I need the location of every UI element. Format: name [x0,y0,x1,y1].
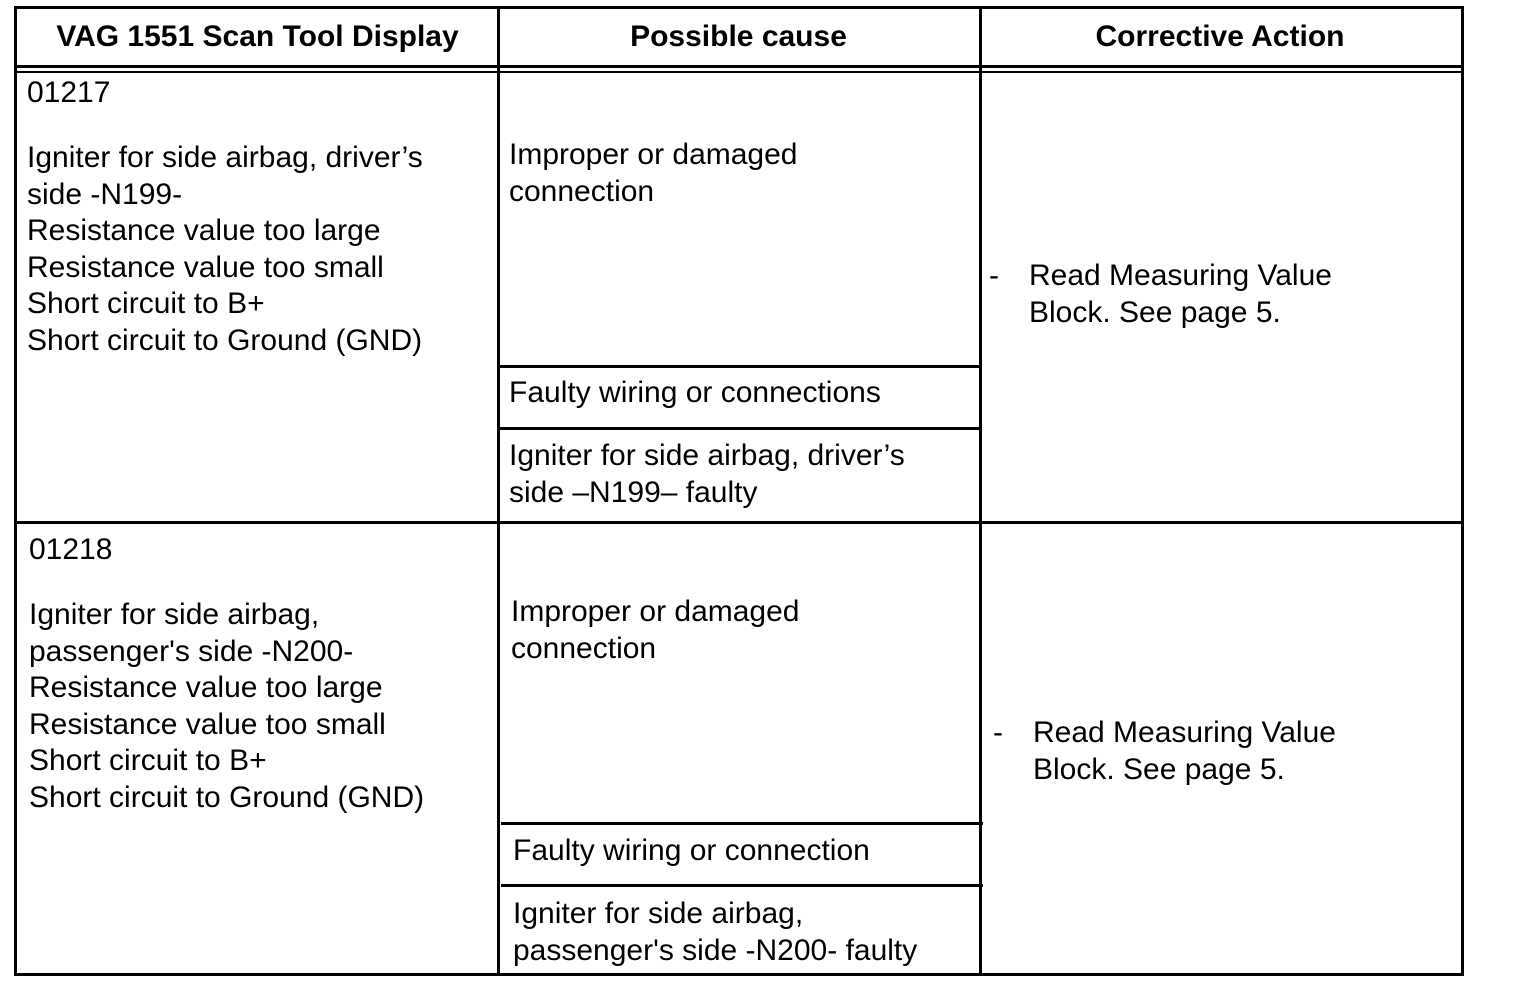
diagnostic-table: VAG 1551 Scan Tool Display Possible caus… [14,6,1464,976]
display-line: Short circuit to B+ [27,287,265,320]
possible-cause: Igniter for side airbag, driver’s side –… [509,438,905,511]
action-line: Block. See page 5. [1029,296,1281,329]
action-line: Read Measuring Value [1033,716,1336,749]
display-line: Resistance value too small [29,707,386,741]
cause-line: Improper or damaged [511,595,800,628]
cause-line: Igniter for side airbag, driver’s [509,439,905,472]
possible-cause: Faulty wiring or connections [509,375,881,412]
display-line: Igniter for side airbag, driver’s [27,141,423,174]
action-text: Read Measuring Value Block. See page 5. [1029,257,1332,331]
cause-divider-row1-b [499,427,981,430]
cause-divider-row2-a [501,822,983,825]
display-line: Short circuit to Ground (GND) [27,323,423,357]
fault-code: 01218 [29,533,113,566]
bullet-dash: - [993,716,1003,749]
column-divider-1 [497,9,500,973]
cause-line: Faulty wiring or connection [513,834,870,867]
row-divider [17,521,1461,524]
action-line: Read Measuring Value [1029,259,1332,292]
cause-line: connection [509,174,655,208]
cause-line: connection [511,631,657,665]
cause-line: Faulty wiring or connections [509,376,881,409]
scan-tool-display-text: Igniter for side airbag, passenger's sid… [29,597,424,816]
cause-line: passenger's side -N200- faulty [513,933,918,967]
header-corrective-action: Corrective Action [1095,20,1345,53]
cause-line: Igniter for side airbag, [513,897,804,930]
display-line: Resistance value too large [29,671,383,704]
possible-cause: Igniter for side airbag, passenger's sid… [513,896,917,969]
header-scan-tool-display: VAG 1551 Scan Tool Display [56,20,459,53]
possible-cause: Improper or damaged connection [509,137,798,210]
display-line: Short circuit to Ground (GND) [29,780,425,814]
scan-tool-display-text: Igniter for side airbag, driver’s side -… [27,140,423,359]
display-line: passenger's side -N200- [29,634,354,668]
column-divider-2 [979,9,982,973]
cause-divider-row1-a [499,365,981,368]
display-line: Resistance value too large [27,214,381,247]
bullet-dash: - [989,259,999,292]
header-divider [17,65,1461,73]
display-line: side -N199- [27,177,183,211]
action-line: Block. See page 5. [1033,753,1285,786]
display-line: Igniter for side airbag, [29,598,320,631]
possible-cause: Faulty wiring or connection [513,833,870,870]
cause-line: Improper or damaged [509,138,798,171]
display-line: Short circuit to B+ [29,744,267,777]
action-text: Read Measuring Value Block. See page 5. [1033,714,1336,788]
fault-code: 01217 [27,76,111,109]
header-possible-cause: Possible cause [630,20,847,53]
possible-cause: Improper or damaged connection [511,594,800,667]
cause-divider-row2-b [501,884,983,887]
cause-line: side –N199– faulty [509,475,758,509]
display-line: Resistance value too small [27,250,384,284]
